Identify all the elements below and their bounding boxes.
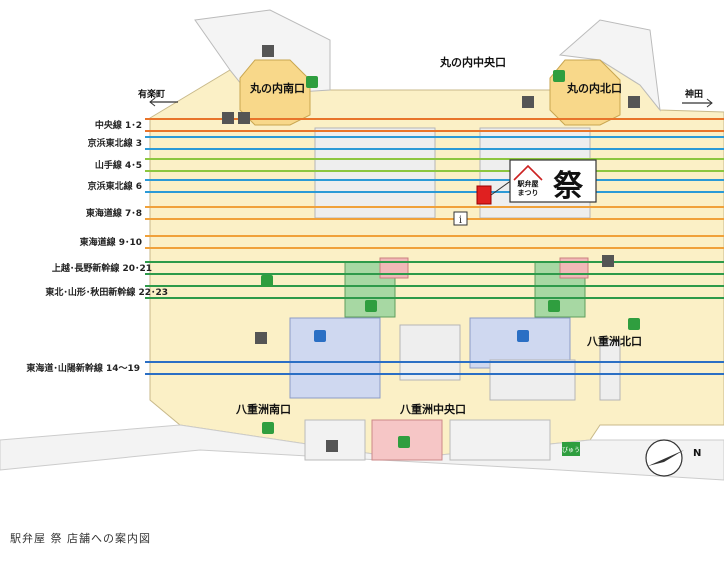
- direction-left: 有楽町: [138, 88, 178, 107]
- line-label: 京浜東北線 6: [88, 180, 142, 192]
- compass-arrow-icon: [648, 450, 684, 466]
- ticket-icon: [261, 275, 273, 287]
- service-icon: [517, 330, 529, 342]
- service-icon: [314, 330, 326, 342]
- ticket-icon: [548, 300, 560, 312]
- restroom-icon: [522, 96, 534, 108]
- restroom-icon: [602, 255, 614, 267]
- ticket-icon: [306, 76, 318, 88]
- store-marker: 駅弁屋 まつり 祭: [476, 159, 597, 205]
- info-icon: i: [453, 211, 468, 226]
- line-label: 東北･山形･秋田新幹線 22･23: [45, 286, 168, 298]
- store-kanji: 祭: [553, 169, 584, 204]
- compass: N: [645, 439, 701, 477]
- restroom-icon: [326, 440, 338, 452]
- line-label: 山手線 4･5: [95, 159, 142, 171]
- store-name-line2: まつり: [518, 188, 539, 197]
- exit-marunouchi-south: 丸の内南口: [249, 81, 305, 95]
- line-label: 上越･長野新幹線 20･21: [52, 262, 152, 274]
- restroom-icon: [262, 45, 274, 57]
- line-label: 京浜東北線 3: [88, 137, 142, 149]
- view-badge-label: びゅう: [562, 446, 580, 454]
- direction-left-label: 有楽町: [138, 88, 165, 100]
- line-labels: 中央線 1･2 京浜東北線 3 山手線 4･5 京浜東北線 6 東海道線 7･8 東海道線…: [26, 119, 168, 374]
- restroom-icon: [255, 332, 267, 344]
- ticket-icon: [365, 300, 377, 312]
- restroom-icons: [222, 45, 640, 452]
- map-caption: 駅弁屋 祭 店舗への案内図: [10, 532, 151, 545]
- exit-yaesu-south: 八重洲南口: [235, 402, 291, 416]
- exit-marunouchi-central: 丸の内中央口: [439, 55, 506, 69]
- compass-label: N: [693, 448, 701, 459]
- line-label: 東海道･山陽新幹線 14～19: [26, 362, 140, 374]
- restroom-icon: [238, 112, 250, 124]
- line-label: 東海道線 7･8: [86, 207, 142, 219]
- view-badge: びゅう: [562, 442, 580, 456]
- ticket-gate-icons: [261, 70, 640, 448]
- roof-icon: [513, 164, 543, 181]
- store-sign: [509, 159, 597, 203]
- direction-right: 神田: [682, 88, 713, 108]
- exit-yaesu-north: 八重洲北口: [586, 334, 642, 348]
- store-name-line1: 駅弁屋: [518, 179, 539, 188]
- exit-yaesu-central: 八重洲中央口: [399, 402, 466, 416]
- train-lines: [145, 118, 724, 375]
- wheelchair-icon: [222, 112, 234, 124]
- ticket-icon: [398, 436, 410, 448]
- line-label: 東海道線 9･10: [80, 236, 142, 248]
- ticket-icon: [262, 422, 274, 434]
- exit-marunouchi-north: 丸の内北口: [566, 81, 622, 95]
- direction-right-label: 神田: [685, 88, 703, 100]
- ticket-icon: [553, 70, 565, 82]
- svg-text:i: i: [459, 215, 462, 226]
- restroom-icon: [628, 96, 640, 108]
- store-location: [476, 185, 492, 205]
- ticket-icon: [628, 318, 640, 330]
- line-label: 中央線 1･2: [95, 119, 142, 131]
